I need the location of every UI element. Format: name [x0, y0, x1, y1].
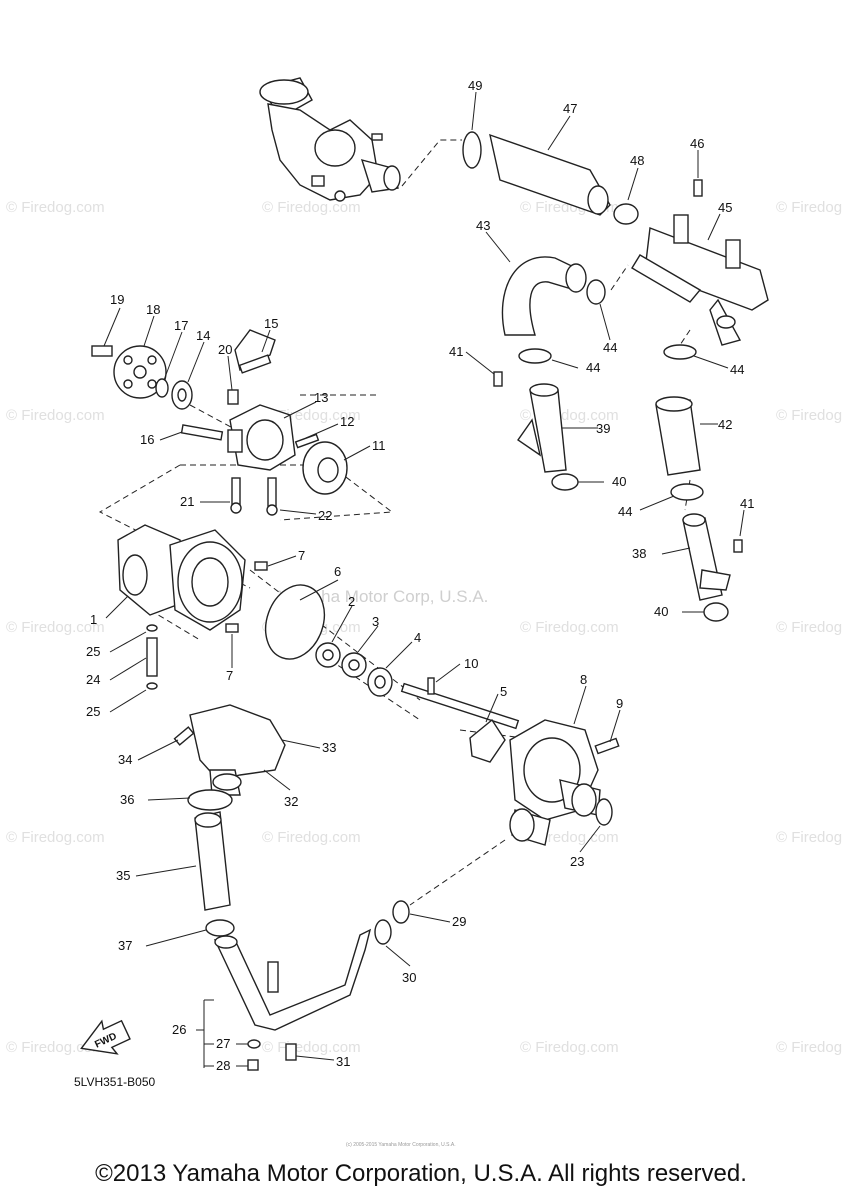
part-label: 7 [226, 668, 233, 683]
part-label: 32 [284, 794, 298, 809]
pump-seals-group [264, 584, 393, 697]
leader-lines [103, 91, 745, 1068]
assembly-lines [98, 139, 691, 906]
pump-shaft [400, 677, 520, 763]
part-label: 41 [449, 344, 463, 359]
hose-43 [501, 256, 606, 336]
part-label: 41 [740, 496, 754, 511]
fwd-arrow-icon: FWD [80, 1019, 131, 1055]
part-label: 1 [90, 612, 97, 627]
pipe-38 [682, 513, 743, 622]
part-label: 47 [563, 101, 577, 116]
dowel-24-group [146, 624, 158, 690]
part-label: 36 [120, 792, 134, 807]
part-label: 39 [596, 421, 610, 436]
part-label: 44 [603, 340, 617, 355]
part-label: 31 [336, 1054, 350, 1069]
thermostat-housing [259, 77, 401, 202]
part-label: 20 [218, 342, 232, 357]
hose-42 [655, 396, 704, 501]
part-label: 15 [264, 316, 278, 331]
watermark: © Firedog.com [776, 619, 842, 636]
part-label: 44 [618, 504, 632, 519]
watermark: © Firedog.com [262, 199, 361, 216]
part-label: 24 [86, 672, 100, 687]
part-label: 3 [372, 614, 379, 629]
part-label: 9 [616, 696, 623, 711]
part-label: 18 [146, 302, 160, 317]
part-label: 30 [402, 970, 416, 985]
part-label: 16 [140, 432, 154, 447]
part-label: 33 [322, 740, 336, 755]
part-label: 45 [718, 200, 732, 215]
watermark: © Firedog.com [6, 407, 105, 424]
hose-47-group [462, 131, 639, 225]
part-label: 44 [586, 360, 600, 375]
part-label: 44 [730, 362, 744, 377]
drive-sprocket-group [91, 345, 193, 410]
pipe-26-group [213, 900, 410, 1071]
part-label: 13 [314, 390, 328, 405]
part-label: 49 [468, 78, 482, 93]
part-label: 23 [570, 854, 584, 869]
diagram-code: 5LVH351-B050 [74, 1075, 155, 1089]
part-label: 4 [414, 630, 421, 645]
cover-33-group [173, 704, 286, 796]
part-label: 5 [500, 684, 507, 699]
part-label: 17 [174, 318, 188, 333]
watermark: © Firedog.com [776, 829, 842, 846]
part-label: 21 [180, 494, 194, 509]
part-label: 48 [630, 153, 644, 168]
part-label: 29 [452, 914, 466, 929]
part-label: 34 [118, 752, 132, 767]
part-label: 40 [612, 474, 626, 489]
watermark: © Firedog.com [6, 829, 105, 846]
part-label: 42 [718, 417, 732, 432]
part-label: 46 [690, 136, 704, 151]
part-labels: 49 47 48 46 45 43 44 44 44 41 39 42 40 4… [86, 78, 754, 1073]
part-label: 35 [116, 868, 130, 883]
center-watermark: Yamaha Motor Corp, U.S.A. [278, 587, 488, 606]
copyright-notice: ©2013 Yamaha Motor Corporation, U.S.A. A… [95, 1160, 747, 1187]
hose-35-group [187, 789, 235, 937]
part-label: 11 [372, 438, 386, 453]
part-label: 12 [340, 414, 354, 429]
watermark: © Firedog.com [776, 1039, 842, 1056]
part-label: 25 [86, 644, 100, 659]
part-label: 22 [318, 508, 332, 523]
watermark: © Firedog.com [520, 1039, 619, 1056]
part-label: 7 [298, 548, 305, 563]
watermark: © Firedog.com [6, 619, 105, 636]
part-label: 40 [654, 604, 668, 619]
watermark: © Firedog.com [776, 407, 842, 424]
tiny-copyright: (c) 2005-2015 Yamaha Motor Corporation, … [346, 1142, 456, 1148]
pump-body [117, 524, 268, 633]
pipe-45-group [631, 179, 769, 346]
part-label: 2 [348, 594, 355, 609]
watermark: © Firedog.com [520, 619, 619, 636]
part-label: 19 [110, 292, 124, 307]
part-label: 8 [580, 672, 587, 687]
pipe-39-group [493, 344, 697, 491]
pump-housing-8 [509, 719, 620, 846]
part-label: 43 [476, 218, 490, 233]
part-label: 37 [118, 938, 132, 953]
watermark: © Firedog.com [776, 199, 842, 216]
watermark: © Firedog.com [6, 1039, 105, 1056]
watermark: © Firedog.com [6, 199, 105, 216]
watermark: © Firedog.com [262, 829, 361, 846]
part-label: 27 [216, 1036, 230, 1051]
part-label: 28 [216, 1058, 230, 1073]
part-label: 10 [464, 656, 478, 671]
part-label: 26 [172, 1022, 186, 1037]
part-label: 6 [334, 564, 341, 579]
pump-cover-group [180, 329, 348, 516]
part-label: 14 [196, 328, 210, 343]
part-label: 38 [632, 546, 646, 561]
part-label: 25 [86, 704, 100, 719]
